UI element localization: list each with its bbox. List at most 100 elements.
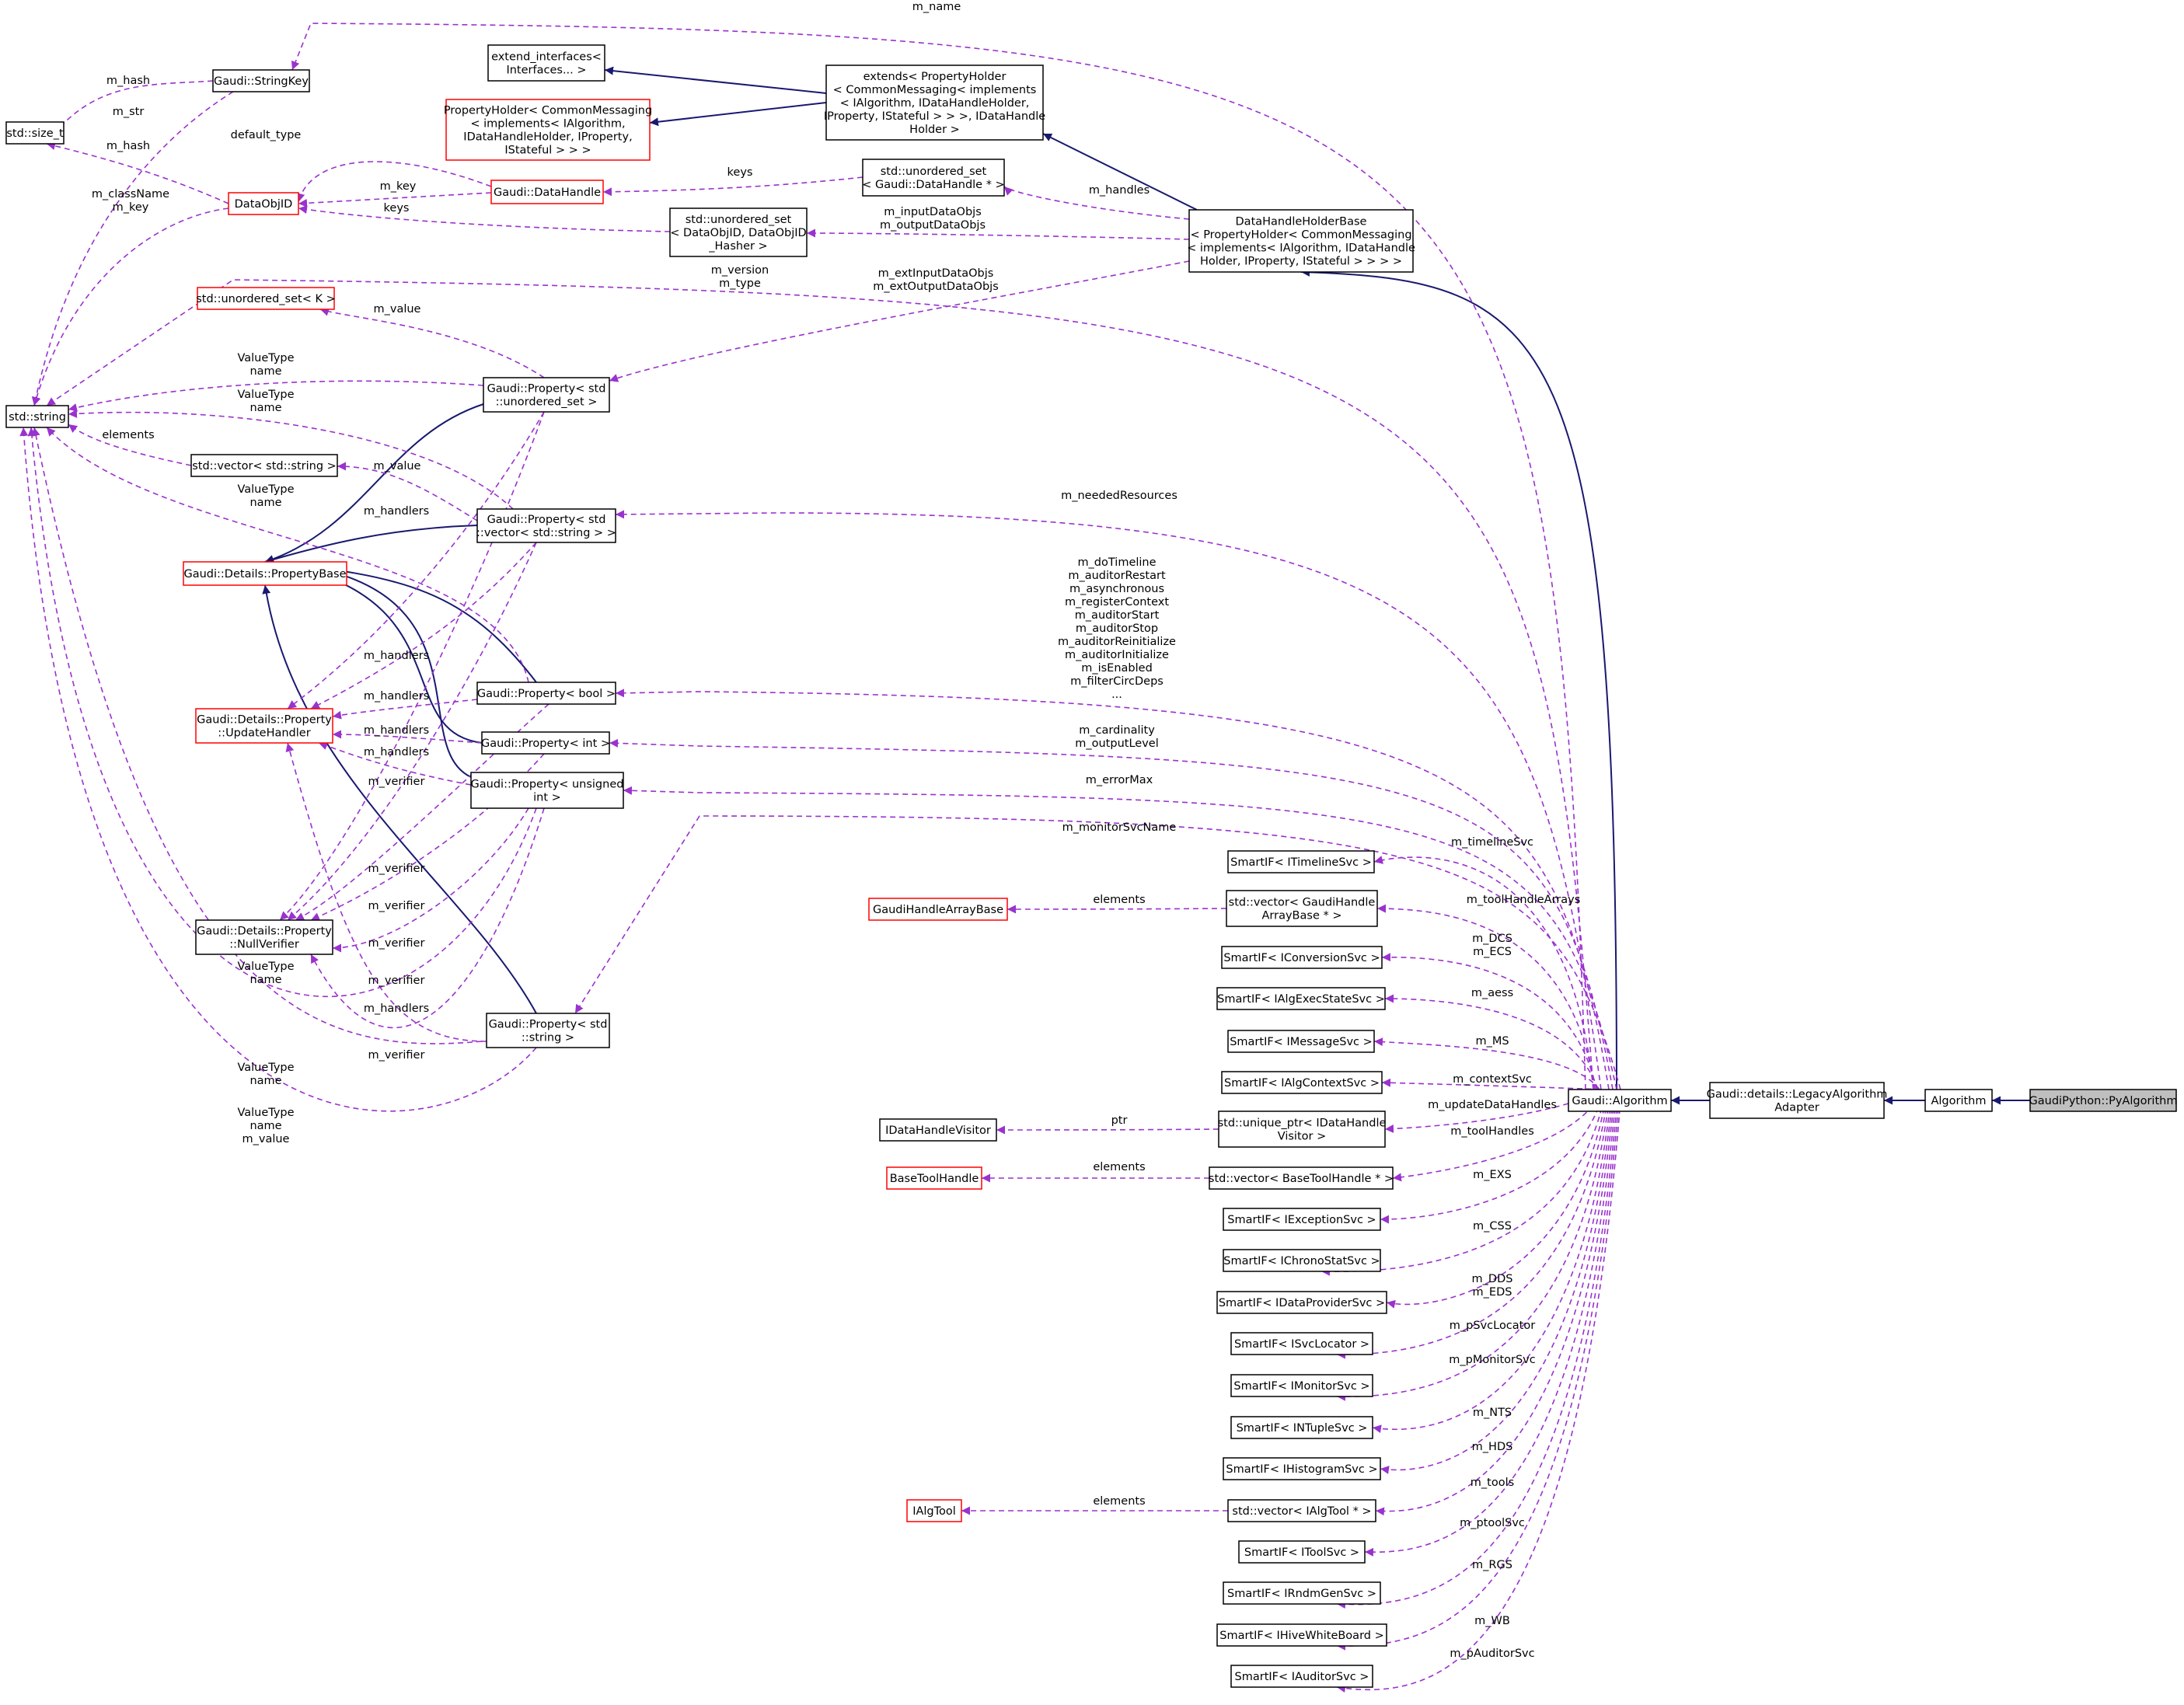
class-node-box: [1709, 1082, 1885, 1119]
usage-edge-use-nts: [1372, 1089, 1613, 1434]
edge-label-line: m_NTS: [1473, 1407, 1512, 1419]
class-node-hive[interactable]: SmartIF< IHiveWhiteBoard >: [1216, 1623, 1387, 1647]
usage-edge-use-errormax: [623, 786, 1617, 1090]
class-node-label: SmartIF< IRndmGenSvc >: [1227, 1588, 1376, 1600]
usage-edge-use-name: [291, 23, 1586, 1090]
usage-edge-use-handlers-3: [332, 699, 478, 720]
class-node-timeline[interactable]: SmartIF< ITimelineSvc >: [1227, 850, 1375, 873]
class-node-box: [669, 207, 808, 257]
class-node-label: DataObjID: [235, 198, 293, 211]
class-node-message[interactable]: SmartIF< IMessageSvc >: [1227, 1030, 1375, 1053]
class-node-svclocator[interactable]: SmartIF< ISvcLocator >: [1230, 1332, 1373, 1355]
class-node-chrono[interactable]: SmartIF< IChronoStatSvc >: [1223, 1249, 1381, 1272]
edge-label-handlers-1: m_handlers: [364, 505, 429, 518]
class-node-label: < IAlgorithm, IDataHandleHolder,: [840, 97, 1030, 110]
class-node-prop-vector[interactable]: Gaudi::Property< std::vector< std::strin…: [476, 508, 616, 543]
class-node-vec-gharray[interactable]: std::vector< GaudiHandleArrayBase * >: [1226, 890, 1378, 927]
class-node-dataobjid[interactable]: DataObjID: [228, 192, 299, 215]
class-node-uset-datahandle[interactable]: std::unordered_set< Gaudi::DataHandle * …: [862, 159, 1005, 197]
class-node-box: [1216, 1291, 1387, 1314]
class-node-stringkey[interactable]: Gaudi::StringKey: [212, 69, 310, 92]
usage-edge-use-verifier-5: [332, 807, 529, 953]
edge-label-line: m_key: [380, 180, 417, 193]
class-node-conversion[interactable]: SmartIF< IConversionSvc >: [1221, 946, 1383, 969]
edge-label-toolhandlearrays: m_toolHandleArrays: [1467, 894, 1581, 906]
edge-label-line: m_toolHandleArrays: [1467, 894, 1581, 906]
class-node-algorithm[interactable]: Algorithm: [1924, 1089, 1993, 1112]
class-node-basetoolhandle[interactable]: BaseToolHandle: [886, 1166, 982, 1190]
class-node-box: [1238, 1540, 1366, 1564]
edge-label-m-value-uset: m_value: [374, 303, 421, 316]
edge-label-line: ValueType: [237, 389, 294, 401]
class-node-extend-interfaces[interactable]: extend_interfaces<Interfaces... >: [487, 44, 605, 82]
edge-label-line: elements: [1093, 1161, 1145, 1173]
class-node-prop-string[interactable]: Gaudi::Property< std::string >: [486, 1013, 610, 1048]
class-node-label: ::vector< std::string > >: [476, 527, 616, 539]
class-node-auditor[interactable]: SmartIF< IAuditorSvc >: [1230, 1665, 1373, 1688]
class-node-label: < PropertyHolder< CommonMessaging: [1190, 229, 1411, 242]
class-node-algexec[interactable]: SmartIF< IAlgExecStateSvc >: [1216, 987, 1386, 1010]
class-node-extends[interactable]: extends< PropertyHolder< CommonMessaging…: [824, 65, 1045, 141]
class-node-datahandle[interactable]: Gaudi::DataHandle: [490, 180, 604, 204]
class-node-prop-int[interactable]: Gaudi::Property< int >: [481, 731, 610, 755]
edge-label-pauditorsvc: m_pAuditorSvc: [1450, 1647, 1534, 1660]
edge-label-updatedatahandles: m_updateDataHandles: [1428, 1099, 1557, 1111]
class-node-propertybase[interactable]: Gaudi::Details::PropertyBase: [183, 561, 347, 586]
class-node-uset-k[interactable]: std::unordered_set< K >: [196, 287, 336, 310]
edge-label-line: ValueType: [237, 352, 294, 364]
edge-label-line: name: [249, 1120, 281, 1132]
class-node-propertyholder[interactable]: PropertyHolder< CommonMessaging< impleme…: [444, 99, 652, 161]
usage-edge-use-keys-did: [298, 205, 671, 232]
class-node-rndm[interactable]: SmartIF< IRndmGenSvc >: [1223, 1581, 1381, 1605]
edge-label-timelinesvc: m_timelineSvc: [1451, 836, 1533, 849]
class-node-toolsvc[interactable]: SmartIF< IToolSvc >: [1238, 1540, 1366, 1564]
class-node-dataprovider[interactable]: SmartIF< IDataProviderSvc >: [1216, 1291, 1387, 1314]
class-node-label: SmartIF< IDataProviderSvc >: [1219, 1297, 1385, 1309]
class-node-box: [886, 1166, 982, 1190]
class-node-monitor[interactable]: SmartIF< IMonitorSvc >: [1230, 1374, 1373, 1397]
class-node-prop-uset[interactable]: Gaudi::Property< std::unordered_set >: [483, 377, 610, 413]
edge-label-wb: m_WB: [1474, 1615, 1510, 1627]
edge-label-line: m_doTimeline: [1077, 556, 1156, 569]
class-node-label: Gaudi::Property< unsigned: [471, 779, 624, 791]
class-node-vec-ialgtool[interactable]: std::vector< IAlgTool * >: [1227, 1499, 1376, 1522]
class-node-box: [1221, 946, 1383, 969]
class-node-dhhb[interactable]: DataHandleHolderBase< PropertyHolder< Co…: [1187, 209, 1415, 273]
class-node-size-t[interactable]: std::size_t: [5, 121, 65, 145]
class-node-vec-basetool[interactable]: std::vector< BaseToolHandle * >: [1209, 1166, 1394, 1190]
usage-edge-use-ptoolsvc: [1364, 1089, 1617, 1557]
class-node-box: [197, 287, 335, 310]
class-node-gaudi-algorithm[interactable]: Gaudi::Algorithm: [1568, 1089, 1672, 1112]
class-node-string[interactable]: std::string: [5, 405, 69, 428]
class-node-histogram[interactable]: SmartIF< IHistogramSvc >: [1223, 1457, 1381, 1480]
class-node-gaudihandlearraybase[interactable]: GaudiHandleArrayBase: [868, 898, 1008, 921]
usage-edge-use-key-dh: [298, 192, 492, 207]
class-node-pyalgorithm[interactable]: GaudiPython::PyAlgorithm: [2029, 1089, 2178, 1112]
class-node-label: SmartIF< IAlgExecStateSvc >: [1217, 993, 1385, 1006]
edge-label-line: ValueType: [237, 961, 294, 973]
class-node-ialgtool[interactable]: IAlgTool: [906, 1499, 962, 1522]
class-node-updatehandler[interactable]: Gaudi::Details::Property::UpdateHandler: [195, 708, 333, 744]
class-node-algcontext[interactable]: SmartIF< IAlgContextSvc >: [1221, 1071, 1383, 1094]
edge-label-line: m_errorMax: [1086, 774, 1153, 786]
edge-label-line: default_type: [231, 129, 302, 141]
class-node-vector-string[interactable]: std::vector< std::string >: [190, 454, 338, 477]
class-node-unique-ptr[interactable]: std::unique_ptr< IDataHandleVisitor >: [1218, 1111, 1387, 1148]
class-node-prop-bool[interactable]: Gaudi::Property< bool >: [476, 682, 616, 705]
edge-label-line: name: [249, 365, 281, 378]
class-node-nullverifier[interactable]: Gaudi::Details::Property::NullVerifier: [195, 919, 333, 955]
edge-label-line: m_pSvcLocator: [1450, 1320, 1535, 1332]
class-node-uset-dataobjid[interactable]: std::unordered_set< DataObjID, DataObjID…: [669, 207, 808, 257]
class-node-idatahandlevisitor[interactable]: IDataHandleVisitor: [879, 1118, 997, 1142]
class-node-ntuple[interactable]: SmartIF< INTupleSvc >: [1230, 1416, 1373, 1439]
class-node-label: Gaudi::Property< std: [487, 383, 606, 396]
usage-edge-use-dotimeline: [615, 689, 1610, 1090]
class-node-exception[interactable]: SmartIF< IExceptionSvc >: [1223, 1208, 1381, 1231]
class-node-label: Gaudi::Details::Property: [197, 926, 332, 938]
class-node-label: SmartIF< ITimelineSvc >: [1230, 856, 1372, 869]
edge-label-line: m_pMonitorSvc: [1449, 1354, 1535, 1366]
